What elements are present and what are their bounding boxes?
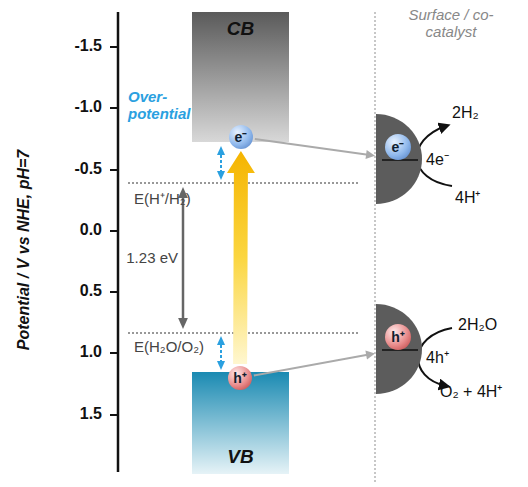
valence-band: VBh⁺	[192, 372, 289, 474]
annotation: 4h⁺	[426, 346, 449, 368]
tick-label: 0.0	[40, 221, 102, 239]
tick-label: 1.0	[40, 343, 102, 361]
co-catalyst: h⁺	[376, 304, 422, 394]
charge-label: h⁺	[228, 366, 252, 390]
conduction-band: CBe⁻	[192, 12, 289, 142]
annotation: Over- potential	[128, 88, 208, 123]
annotation: O₂ + 4H⁺	[440, 380, 502, 402]
electron: e⁻	[229, 125, 253, 149]
charge-label: e⁻	[385, 134, 411, 160]
charge-label: h⁺	[385, 324, 411, 350]
hole: h⁺	[228, 366, 252, 390]
annotation: 4e⁻	[426, 148, 449, 170]
charge-label: e⁻	[229, 125, 253, 149]
tick-label: 1.5	[40, 405, 102, 423]
tick-label: -0.5	[40, 160, 102, 178]
charge-transfer-arrow	[255, 138, 375, 159]
tick-label: 0.5	[40, 282, 102, 300]
excitation-arrow	[227, 151, 255, 364]
annotation: Surface / co-catalyst	[392, 6, 510, 41]
co-catalyst: e⁻	[376, 114, 422, 204]
annotation: 1.23 eV	[124, 249, 178, 266]
charge-transfer-arrow	[254, 351, 375, 377]
annotation: 2H₂O	[458, 316, 497, 334]
band-label: VB	[192, 446, 289, 468]
annotation: E(H₂O/O₂)	[134, 338, 204, 355]
band-label: CB	[192, 18, 289, 40]
annotation: 2H₂	[452, 104, 479, 122]
tick-label: -1.0	[40, 98, 102, 116]
annotation: 4H⁺	[455, 186, 480, 208]
axis-title: Potential / V vs NHE, pH=7	[15, 150, 33, 351]
annotation: E(H⁺/H₂)	[134, 188, 191, 208]
tick-label: -1.5	[40, 37, 102, 55]
